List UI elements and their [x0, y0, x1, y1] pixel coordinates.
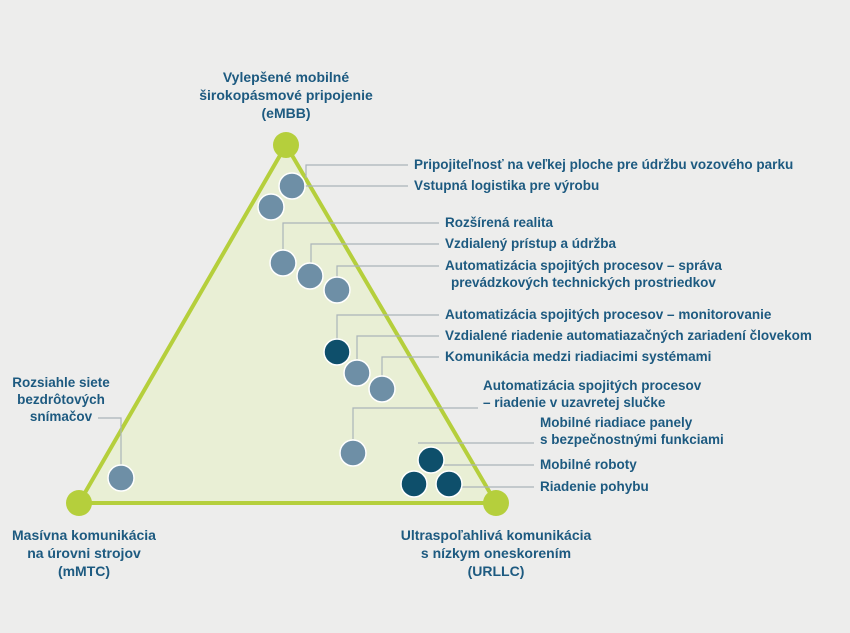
dot-remote-access	[296, 262, 324, 290]
vertex-urllc-line1: Ultraspoľahlivá komunikácia	[400, 527, 592, 543]
dot-safety-panels	[417, 446, 445, 474]
label-motion-control: Riadenie pohybu	[540, 479, 649, 494]
service-triangle	[77, 143, 498, 505]
dot-inter-control	[368, 375, 396, 403]
vertex-urllc-line3: (URLLC)	[467, 563, 525, 579]
vertex-embb-line3: (eMBB)	[261, 105, 311, 121]
label-remote-access: Vzdialený prístup a údržba	[445, 236, 617, 251]
dot-mobile-robots	[400, 470, 428, 498]
label-inbound-logistics: Vstupná logistika pre výrobu	[414, 178, 600, 193]
label-sensor-networks: Rozsiahle siete bezdrôtových snímačov	[0, 374, 122, 425]
label-closed-loop-line1: Automatizácia spojitých procesov	[483, 378, 702, 393]
leader-closed-loop	[352, 407, 478, 439]
leader-fleet	[305, 164, 408, 178]
dot-motion-control	[435, 470, 463, 498]
label-sensor-networks-line3: snímačov	[29, 409, 93, 424]
label-process-asset-line2: prevádzkových technických prostriedkov	[451, 275, 716, 290]
label-remote-control: Vzdialené riadenie automatiazačných zari…	[445, 328, 812, 343]
vertex-label-mmtc: Masívna komunikácia na úrovni strojov (m…	[0, 526, 168, 580]
dot-process-asset	[323, 276, 351, 304]
label-sensor-networks-line1: Rozsiahle siete	[12, 375, 110, 390]
vertex-embb-line2: širokopásmové pripojenie	[199, 87, 373, 103]
leader-augmented-reality	[282, 222, 439, 249]
leader-remote-access	[310, 243, 439, 263]
leader-remote-control	[356, 335, 439, 359]
dot-sensor-networks	[107, 464, 135, 492]
label-augmented-reality: Rozšírená realita	[445, 215, 554, 230]
dot-fleet	[278, 172, 306, 200]
vertex-dot-mmtc	[66, 490, 92, 516]
vertex-dot-embb	[273, 132, 299, 158]
vertex-mmtc-line2: na úrovni strojov	[27, 545, 141, 561]
dot-inbound-logistics	[257, 193, 285, 221]
label-process-monitoring: Automatizácia spojitých procesov – monit…	[445, 307, 772, 322]
label-closed-loop-line2: – riadenie v uzavretej slučke	[483, 395, 666, 410]
label-safety-panels-line2: s bezpečnostnými funkciami	[540, 432, 724, 447]
label-sensor-networks-line2: bezdrôtových	[17, 392, 105, 407]
dot-closed-loop	[339, 439, 367, 467]
dot-augmented-reality	[269, 249, 297, 277]
leader-process-asset	[336, 265, 439, 277]
dot-remote-control	[343, 359, 371, 387]
vertex-mmtc-line1: Masívna komunikácia	[12, 527, 156, 543]
leader-inter-control	[381, 356, 439, 376]
leader-process-monitoring	[336, 314, 439, 339]
vertex-embb-line1: Vylepšené mobilné	[222, 69, 350, 85]
dot-process-monitoring	[323, 338, 351, 366]
vertex-label-embb: Vylepšené mobilné širokopásmové pripojen…	[186, 68, 386, 122]
label-process-asset: Automatizácia spojitých procesov – správ…	[445, 257, 722, 291]
label-safety-panels: Mobilné riadiace panely s bezpečnostnými…	[540, 414, 724, 448]
label-fleet: Pripojiteľnosť na veľkej ploche pre údrž…	[414, 157, 794, 172]
label-process-asset-line1: Automatizácia spojitých procesov – správ…	[445, 258, 722, 273]
vertex-dot-urllc	[483, 490, 509, 516]
vertex-label-urllc: Ultraspoľahlivá komunikácia s nízkym one…	[386, 526, 606, 580]
label-safety-panels-line1: Mobilné riadiace panely	[540, 415, 693, 430]
vertex-urllc-line2: s nízkym oneskorením	[420, 545, 572, 561]
label-closed-loop: Automatizácia spojitých procesov – riade…	[483, 377, 701, 411]
vertex-mmtc-line3: (mMTC)	[57, 563, 111, 579]
leader-lines	[98, 164, 534, 488]
leader-sensor-networks	[98, 417, 122, 465]
label-mobile-robots: Mobilné roboty	[540, 457, 637, 472]
label-inter-control: Komunikácia medzi riadiacimi systémami	[445, 349, 712, 364]
